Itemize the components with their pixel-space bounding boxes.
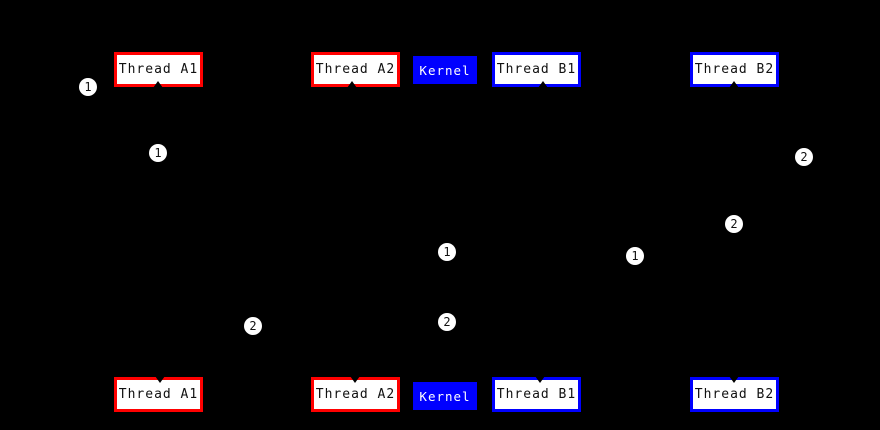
- step-badge: 2: [438, 313, 456, 331]
- step-badge: 2: [725, 215, 743, 233]
- box-thread-b1-top: Thread B1: [492, 52, 581, 87]
- arrowhead-up-icon: [729, 81, 739, 88]
- step-badge: 1: [149, 144, 167, 162]
- arrowhead-up-icon: [538, 81, 548, 88]
- box-kernel-bottom: Kernel: [413, 382, 477, 410]
- arrowhead-down-icon: [729, 376, 739, 383]
- step-badge: 1: [626, 247, 644, 265]
- step-badge: 1: [79, 78, 97, 96]
- arrowhead-up-icon: [347, 81, 357, 88]
- arrowhead-down-icon: [535, 376, 545, 383]
- step-badge: 2: [795, 148, 813, 166]
- arrowhead-down-icon: [155, 376, 165, 383]
- arrowhead-down-icon: [350, 376, 360, 383]
- arrowhead-up-icon: [153, 81, 163, 88]
- step-badge: 2: [244, 317, 262, 335]
- box-kernel-top: Kernel: [413, 56, 477, 84]
- step-badge: 1: [438, 243, 456, 261]
